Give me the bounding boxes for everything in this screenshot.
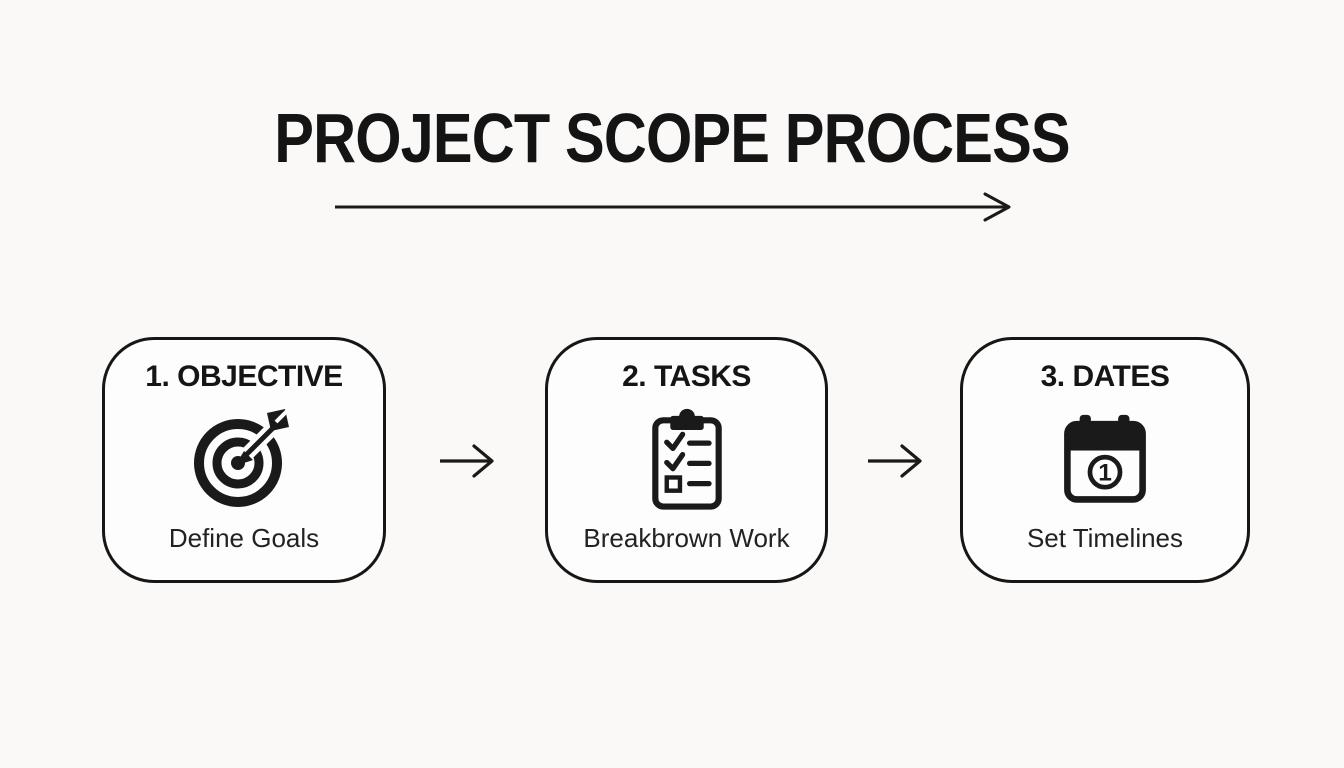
step-label: Breakbrown Work <box>583 523 790 553</box>
step-box-tasks: 2. TASKS Breakbrown Work <box>545 337 828 583</box>
step-box-dates: 3. DATES 1 Set Timelines <box>960 337 1250 583</box>
right-arrow-icon <box>866 442 928 480</box>
calendar-icon: 1 <box>1058 396 1152 521</box>
step-box-objective: 1. OBJECTIVE Define Goals <box>102 337 386 583</box>
step-heading: 3. DATES <box>1040 360 1170 393</box>
step-label: Define Goals <box>168 523 320 553</box>
clipboard-checklist-icon <box>643 396 731 521</box>
step-heading: 2. TASKS <box>622 360 751 393</box>
page-title: PROJECT SCOPE PROCESS <box>274 99 1070 177</box>
target-dart-icon <box>188 396 300 521</box>
right-arrow-icon <box>438 442 500 480</box>
long-right-arrow-icon <box>333 192 1025 224</box>
step-heading: 1. OBJECTIVE <box>145 360 343 393</box>
step-label: Set Timelines <box>1026 523 1184 553</box>
calendar-day-number: 1 <box>1098 459 1112 486</box>
